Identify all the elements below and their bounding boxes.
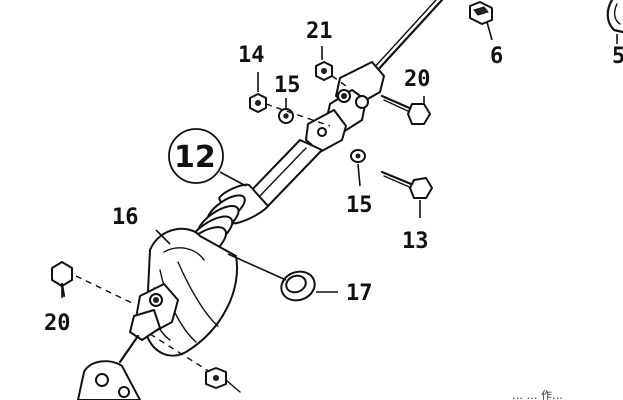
callout-label-5: 5	[612, 44, 623, 69]
callout-label-21: 21	[306, 19, 333, 44]
footer-text: … … 作…	[512, 389, 563, 400]
callout-label-15-right: 15	[346, 193, 373, 218]
bolt-13	[380, 170, 433, 218]
assembly-dash-lines	[75, 75, 347, 373]
callout-label-15-left: 15	[274, 73, 301, 98]
callout-label-14: 14	[238, 43, 265, 68]
callout-leaders	[155, 171, 247, 245]
nut-21	[315, 46, 333, 81]
bolt-20-lower	[51, 261, 73, 298]
callout-label-12: 12	[174, 140, 216, 175]
seal-ring-17	[227, 253, 338, 302]
nut-14	[249, 72, 267, 113]
upper-shaft	[371, 0, 444, 74]
callout-label-13: 13	[402, 229, 429, 254]
nut-bottom	[205, 367, 241, 393]
washer-15-right	[350, 149, 366, 187]
washer-15-left	[278, 98, 294, 124]
callout-label-20-upper: 20	[404, 67, 431, 92]
part-6-bolt	[469, 1, 493, 41]
lower-universal-joint	[118, 283, 179, 364]
callout-label-6: 6	[490, 44, 503, 69]
mounting-flange-plate	[77, 360, 141, 400]
callout-label-20-lower: 20	[44, 311, 71, 336]
part-5-component	[606, 0, 623, 44]
callout-label-17: 17	[346, 281, 373, 306]
upper-universal-joint	[305, 61, 385, 153]
bolt-20-upper	[380, 94, 431, 125]
callout-label-16: 16	[112, 205, 139, 230]
callout-12-circle	[168, 128, 224, 184]
